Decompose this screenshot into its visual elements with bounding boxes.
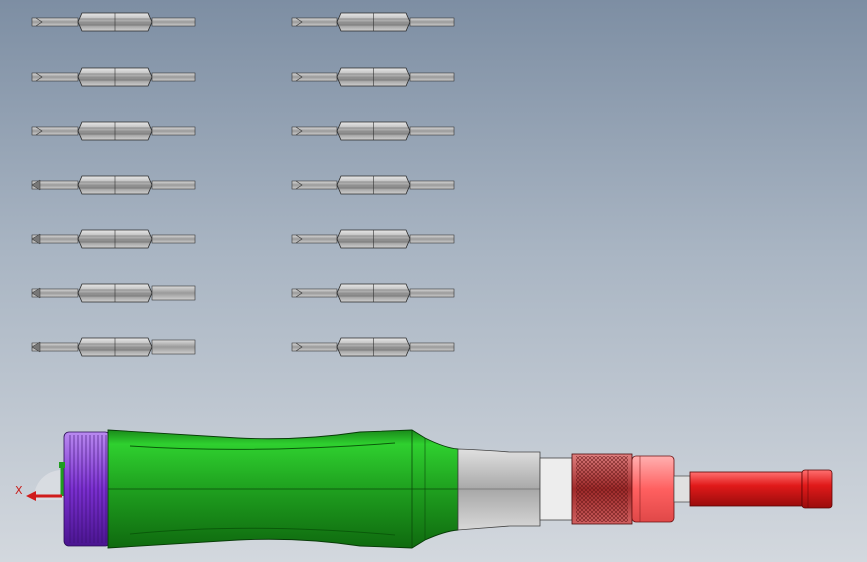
screwdriver-bit[interactable] <box>31 229 196 249</box>
handle-groove-top <box>129 442 396 450</box>
screwdriver-bit[interactable] <box>31 337 196 357</box>
screwdriver-bit[interactable] <box>31 12 196 32</box>
cap-shadow <box>33 469 62 500</box>
screwdriver-bit[interactable] <box>31 175 196 195</box>
bit-holder-neck <box>673 475 691 503</box>
x-axis-label: X <box>15 484 23 497</box>
screwdriver-bit[interactable] <box>31 283 196 303</box>
extension-shaft[interactable] <box>689 469 833 509</box>
screwdriver-bit[interactable] <box>291 175 455 195</box>
knurled-collar[interactable] <box>571 453 633 525</box>
handle-groove-bottom <box>129 527 396 536</box>
screwdriver-bit[interactable] <box>291 12 455 32</box>
screwdriver-bit[interactable] <box>291 121 455 141</box>
ferrule-ring <box>539 457 573 521</box>
screwdriver-bit[interactable] <box>291 67 455 87</box>
screwdriver-bit[interactable] <box>31 67 196 87</box>
ferrule <box>457 448 541 531</box>
screwdriver-bit[interactable] <box>291 229 455 249</box>
screwdriver-bit[interactable] <box>291 337 455 357</box>
ratchet-cap[interactable] <box>63 431 111 547</box>
screwdriver-bit[interactable] <box>291 283 455 303</box>
coordinate-triad <box>26 462 65 501</box>
screwdriver-bit[interactable] <box>31 121 196 141</box>
release-collar[interactable] <box>631 455 675 523</box>
